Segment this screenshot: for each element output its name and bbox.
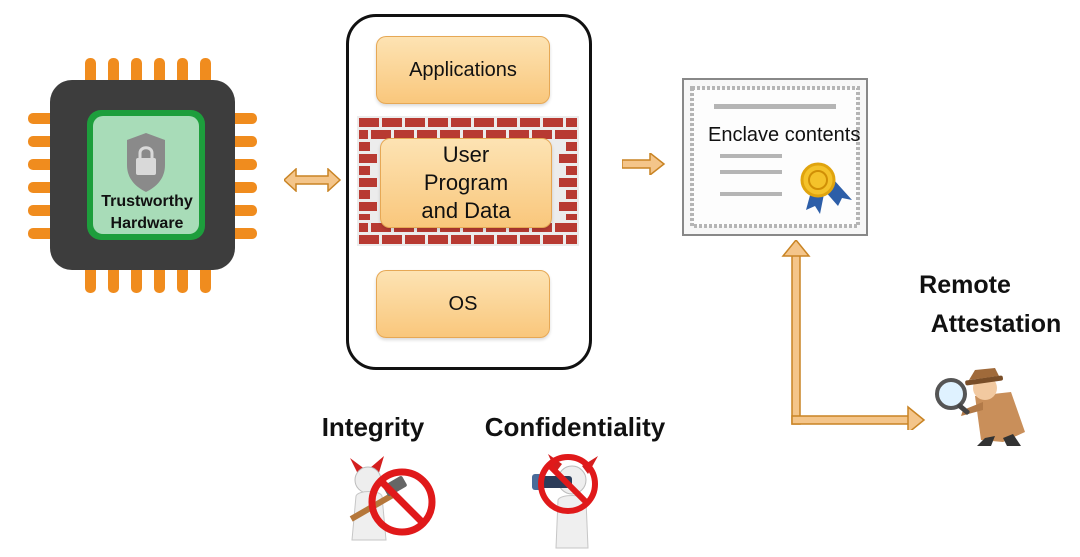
detective-magnifier-icon <box>935 368 1025 446</box>
certificate-text: Enclave contents <box>708 124 861 146</box>
trustworthy-hardware-chip: Trustworthy Hardware <box>25 55 280 300</box>
devil-spyglass-prohibited-icon <box>532 454 598 549</box>
user-line1: User <box>442 142 490 167</box>
double-arrow-icon <box>284 168 342 192</box>
certificate-icon <box>682 78 868 236</box>
user-program-data-box: User Program and Data <box>380 138 552 228</box>
seal-icon <box>800 162 836 198</box>
right-arrow-icon <box>622 153 666 175</box>
certificate: Enclave contents <box>680 76 870 238</box>
remote-attestation-line2: Attestation <box>930 310 1062 338</box>
chip-icon <box>28 58 257 293</box>
chip-label-line2: Hardware <box>110 215 184 232</box>
confidentiality-label: Confidentiality <box>484 412 666 442</box>
applications-box: Applications <box>376 36 550 104</box>
os-box: OS <box>376 270 550 338</box>
integrity-label: Integrity <box>321 412 425 442</box>
devil-hammer-prohibited-icon <box>349 456 436 541</box>
user-line2: Program <box>423 170 509 195</box>
user-line3: and Data <box>421 198 511 223</box>
remote-attestation-line1: Remote <box>919 271 1011 299</box>
attestation-arrow-icon <box>781 240 926 430</box>
chip-label-line1: Trustworthy <box>101 193 193 210</box>
